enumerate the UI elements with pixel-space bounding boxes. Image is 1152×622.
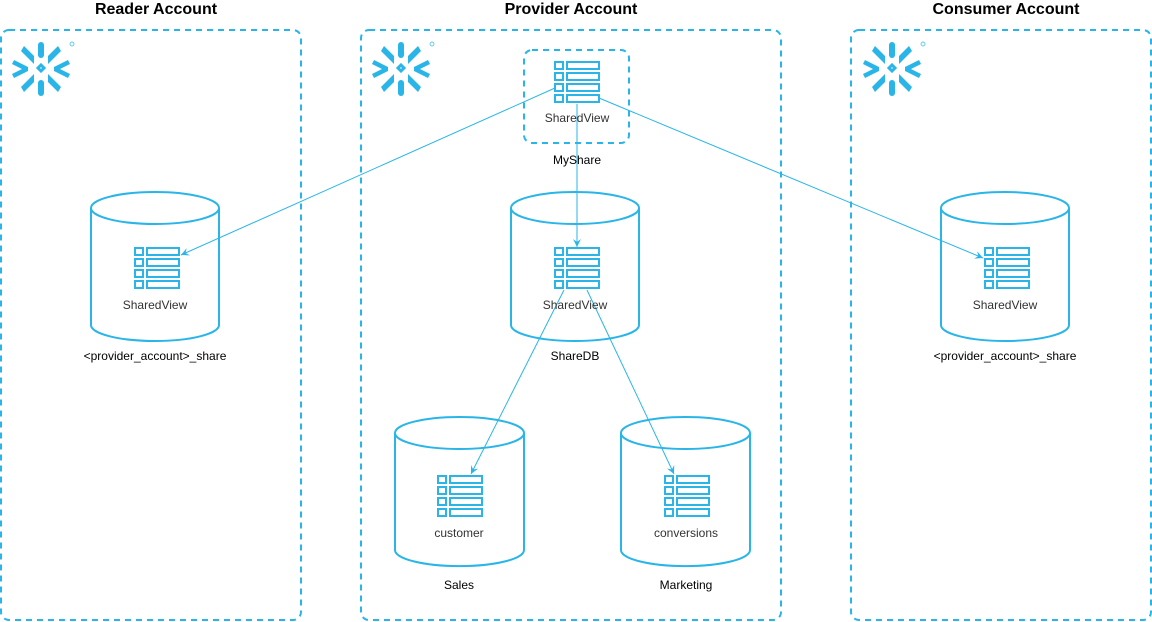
reader-account-container (0, 29, 302, 621)
reader-database-label: <provider_account>_share (83, 349, 227, 363)
sales-label: Sales (443, 578, 475, 592)
sharedb-cylinder[interactable] (510, 191, 640, 342)
consumer-table-label: SharedView (972, 298, 1038, 312)
consumer-database-cylinder[interactable] (940, 191, 1070, 342)
reader-account-title: Reader Account (94, 1, 218, 18)
snowflake-icon (861, 40, 927, 98)
consumer-account-title: Consumer Account (932, 1, 1080, 18)
snowflake-icon (10, 40, 76, 98)
sales-cylinder[interactable] (394, 416, 525, 568)
marketing-label: Marketing (659, 578, 713, 592)
table-icon (984, 247, 1030, 289)
edge-sharedb-to-sales (470, 289, 565, 475)
reader-table-label: SharedView (122, 298, 188, 312)
edge-share-to-consumer (598, 97, 984, 259)
reader-database-cylinder[interactable] (90, 191, 220, 342)
snowflake-icon (370, 40, 436, 98)
myshare-table-label: SharedView (544, 111, 610, 125)
provider-account-title: Provider Account (504, 1, 638, 18)
table-icon (134, 247, 180, 289)
provider-account-container (360, 29, 782, 621)
edge-share-to-reader (180, 87, 556, 256)
table-icon (437, 475, 483, 517)
sharedb-table-label: SharedView (542, 298, 608, 312)
consumer-account-container (850, 29, 1152, 621)
table-icon (554, 61, 600, 103)
marketing-cylinder[interactable] (620, 416, 751, 568)
edge-sharedb-to-marketing (586, 289, 675, 475)
myshare-label: MyShare (552, 153, 602, 167)
sales-table-label: customer (434, 526, 484, 540)
marketing-table-label: conversions (653, 526, 719, 540)
table-icon (554, 247, 600, 289)
sharedb-label: ShareDB (550, 349, 600, 363)
table-icon (664, 475, 710, 517)
consumer-database-label: <provider_account>_share (933, 349, 1077, 363)
